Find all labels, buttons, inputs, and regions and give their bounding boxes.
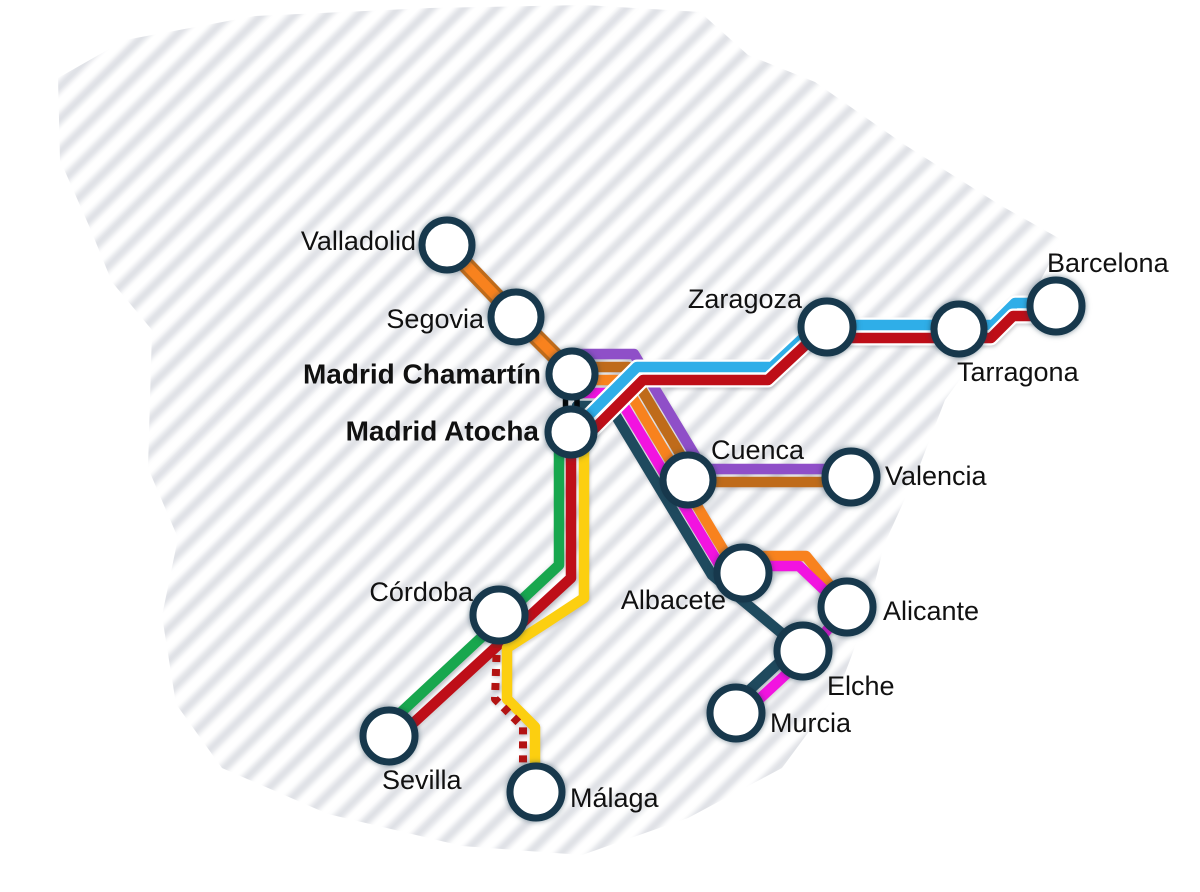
madrid-sevilla-red-line [390,432,577,745]
station-circles-layer [359,216,1086,822]
madrid-valencia-brown-line [571,361,855,488]
station-circle-segovia [487,288,545,346]
station-circle-alicante [817,577,877,637]
station-circle-malaga [506,762,566,822]
station-circle-madrid-atocha [544,405,598,459]
station-circle-albacete [713,543,773,603]
station-circle-valladolid [418,216,476,274]
station-label-murcia: Murcia [770,708,852,738]
station-label-elche: Elche [827,671,895,701]
station-circle-cuenca [659,451,717,509]
station-label-cordoba: Córdoba [369,577,474,607]
station-label-sevilla: Sevilla [382,765,463,795]
station-circle-madrid-chamartin [545,347,599,401]
station-circle-elche [773,621,833,681]
station-circle-tarragona [930,300,988,358]
station-label-albacete: Albacete [621,585,726,615]
station-circle-zaragoza [797,297,857,357]
station-circle-barcelona [1026,276,1086,336]
station-label-malaga: Málaga [570,783,660,813]
station-label-valladolid: Valladolid [301,226,416,256]
station-label-segovia: Segovia [386,304,485,334]
station-label-madrid-chamartin: Madrid Chamartín [303,359,541,390]
station-circle-cordoba [469,585,529,645]
station-label-tarragona: Tarragona [957,357,1080,387]
station-label-barcelona: Barcelona [1047,248,1170,278]
madrid-valencia-purple-line [571,348,855,475]
madrid-malaga-yellow-line [501,432,590,774]
station-label-cuenca: Cuenca [711,435,805,465]
station-label-valencia: Valencia [885,461,988,491]
station-circle-sevilla [359,706,419,766]
station-circle-valencia [821,447,881,507]
station-label-madrid-atocha: Madrid Atocha [346,416,540,447]
madrid-sevilla-green-line [376,430,565,736]
station-label-alicante: Alicante [883,596,979,626]
cordoba-malaga-dotted-line [491,640,527,766]
station-label-zaragoza: Zaragoza [688,284,803,314]
station-circle-murcia [706,683,766,743]
rail-lines-layer [376,236,1066,774]
